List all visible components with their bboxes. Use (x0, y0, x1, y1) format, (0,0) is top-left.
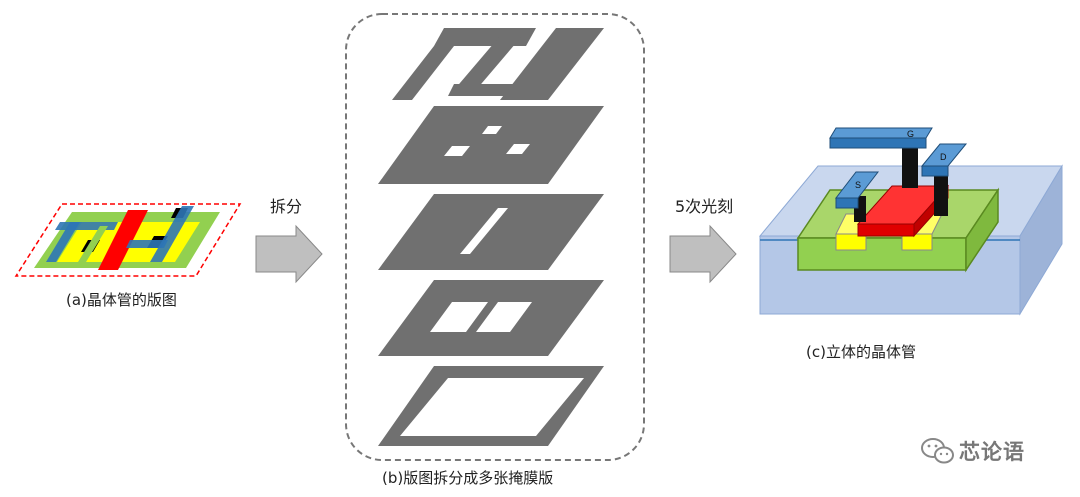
caption-masks: (b)版图拆分成多张掩膜版 (382, 469, 554, 487)
lithography-arrow (669, 224, 737, 284)
split-arrow (255, 224, 323, 284)
drain-contact (934, 170, 948, 216)
drain-terminal-label: D (940, 152, 947, 162)
transistor-3d: G D S (758, 127, 1063, 316)
watermark-text: 芯论语 (959, 440, 1025, 464)
gate-red-front (857, 223, 915, 237)
substrate-side (1019, 164, 1063, 316)
active-green-side (965, 187, 999, 273)
layout-metal-blue (126, 240, 168, 248)
source-yellow-front (835, 233, 867, 251)
active-green-front (797, 237, 967, 271)
drain-yellow-front (901, 233, 933, 251)
source-electrode-front (835, 197, 859, 209)
split-arrow-label: 拆分 (270, 197, 303, 216)
source-terminal-label: S (855, 180, 861, 190)
gate-terminal-label: G (907, 129, 914, 139)
mask-gate (378, 194, 604, 270)
watermark: 芯论语 (919, 433, 1059, 469)
gate-electrode-front (829, 137, 927, 149)
mask-metal (392, 28, 604, 100)
mask-active (378, 366, 604, 446)
layout-active-green (78, 226, 108, 262)
gate-electrode-top (829, 127, 933, 139)
layout-gate-red (98, 210, 148, 270)
wechat-icon (921, 438, 954, 464)
caption-3d-transistor: (c)立体的晶体管 (806, 343, 916, 361)
mask-source-drain (378, 280, 604, 356)
gate-contact (902, 146, 918, 188)
layout-metal-blue (55, 222, 118, 230)
mask-group-box (345, 13, 645, 461)
mask-contact (378, 106, 604, 184)
layout-metal-blue (46, 222, 80, 262)
drain-electrode-front (921, 165, 949, 177)
lithography-arrow-label: 5次光刻 (675, 197, 734, 216)
caption-layout: (a)晶体管的版图 (66, 291, 177, 309)
